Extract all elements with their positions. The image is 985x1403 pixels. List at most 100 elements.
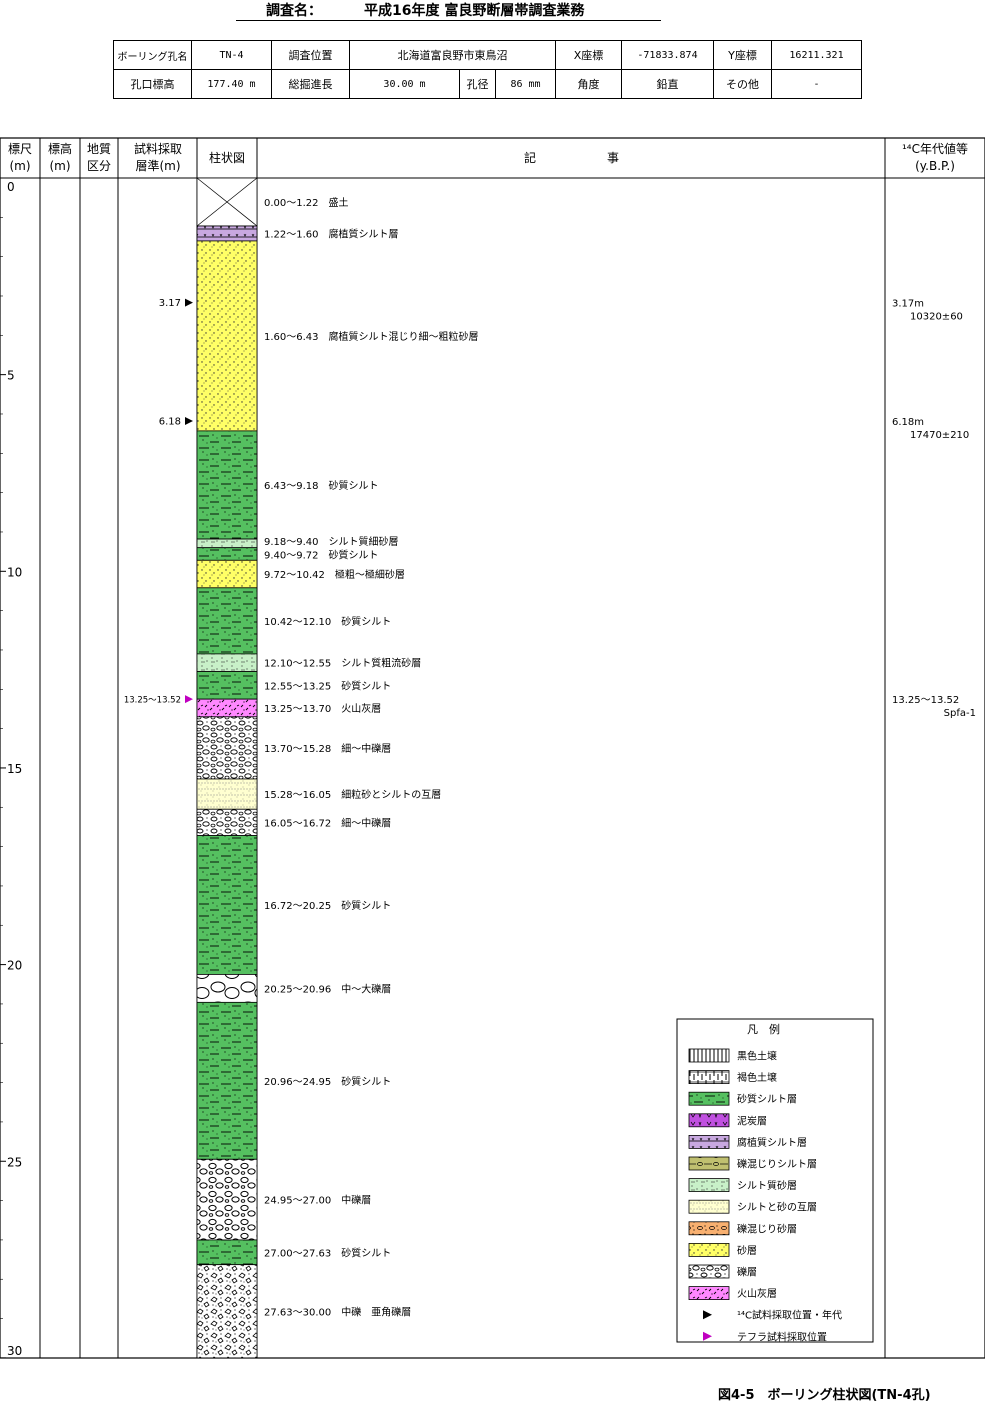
legend-label: シルトと砂の互層 [737, 1201, 817, 1214]
total-length-value: 30.00 m [349, 69, 460, 99]
header-desc-2: 事 [607, 151, 619, 165]
legend-label: ¹⁴C試料採取位置・年代 [737, 1309, 842, 1322]
depth-tick-label: 30 [7, 1344, 22, 1358]
legend-swatch-peat [688, 1113, 730, 1128]
survey-title-value: 平成16年度 富良野断層帯調査業務 [364, 3, 585, 19]
age-value-label: 10320±60 [910, 312, 963, 323]
header-geology: 地質 [87, 141, 111, 156]
strata-layer-gravel_large [196, 974, 258, 1003]
fill-cross-line [196, 177, 258, 227]
x-coordinate-label: X座標 [555, 40, 622, 70]
header-desc-1: 記 [524, 150, 536, 165]
header-geology-2: 区分 [87, 159, 111, 173]
x-coordinate-value: -71833.874 [621, 40, 714, 70]
age-depth-label: 3.17m [892, 299, 924, 310]
strata-layer-sand [196, 559, 258, 589]
age-value-label: Spfa-1 [944, 708, 976, 719]
legend-label: シルト質砂層 [737, 1179, 797, 1192]
strata-column [196, 177, 258, 1359]
legend-label: 黒色土壌 [737, 1050, 777, 1063]
strata-layer-gravel_medium [196, 1158, 258, 1241]
depth-tick-label: 5 [7, 369, 15, 383]
strata-layer-gravel [196, 716, 258, 780]
angle-value: 鉛直 [621, 69, 714, 99]
borehole-info-table: ボーリング孔名 TN-4 調査位置 北海道富良野市東鳥沼 X座標 -71833.… [113, 40, 862, 99]
layer-description: 1.60～6.43 腐植質シルト混じり細～粗粒砂層 [264, 330, 479, 343]
legend-swatch-gravel_sand [688, 1221, 730, 1236]
c14-sample-marker [185, 417, 193, 426]
legend-swatch-alternation [688, 1199, 730, 1214]
legend-title: 凡 例 [747, 1022, 780, 1036]
layer-description: 9.18～9.40 シルト質細砂層 [264, 535, 399, 548]
depth-tick-label: 25 [7, 1155, 22, 1169]
strata-layer-sandy_silt [196, 1239, 258, 1266]
legend-label: 礫混じりシルト層 [737, 1158, 817, 1171]
layer-description: 0.00～1.22 盛土 [264, 196, 349, 209]
layer-description: 12.10～12.55 シルト質粗流砂層 [264, 657, 421, 670]
layer-description: 15.28～16.05 細粒砂とシルトの互層 [264, 788, 441, 801]
depth-tick-label: 15 [7, 762, 22, 776]
strata-layer-volcanic_ash [196, 698, 258, 718]
depth-tick-label: 0 [7, 180, 15, 194]
legend-swatch-sand [688, 1243, 730, 1257]
strata-layer-sandy_silt [196, 1001, 258, 1160]
layer-description: 10.42～12.10 砂質シルト [264, 615, 391, 628]
layer-description: 16.72～20.25 砂質シルト [264, 899, 391, 912]
diameter-value: 86 mm [495, 69, 556, 99]
legend: 凡 例黒色土壌褐色土壌砂質シルト層泥炭層腐植質シルト層礫混じりシルト層シルト質砂… [676, 1018, 874, 1343]
sample-depth-label: 6.18 [159, 417, 181, 428]
legend-label: 砂層 [737, 1244, 757, 1257]
header-sample-2: 層準(m) [135, 158, 180, 173]
legend-swatch-brown_soil [688, 1070, 730, 1084]
header-elevation-unit: (m) [49, 159, 70, 173]
header-elevation: 標高 [48, 141, 72, 156]
total-length-label: 総掘進長 [271, 69, 350, 99]
layer-description: 9.40～9.72 砂質シルト [264, 549, 379, 562]
layer-description: 12.55～13.25 砂質シルト [264, 679, 391, 692]
legend-label: 礫混じり砂層 [737, 1222, 797, 1235]
strata-layer-sandy_silt [196, 430, 258, 540]
legend-swatch-sandy_silt [688, 1091, 730, 1106]
header-scale: 標尺 [8, 142, 32, 156]
elevation-value: 177.40 m [191, 69, 272, 99]
legend-label: 礫層 [737, 1266, 757, 1279]
legend-swatch-gravel_silt [688, 1156, 730, 1171]
legend-marker [703, 1331, 712, 1341]
column-headers: 標尺 (m) 標高 (m) 地質 区分 試料採取 層準(m) 柱状図 記 事 ¹… [8, 141, 968, 173]
layer-description: 1.22～1.60 腐植質シルト層 [264, 227, 399, 240]
depth-tick-label: 20 [7, 959, 22, 973]
layer-description: 13.70～15.28 細～中礫層 [264, 742, 391, 755]
sample-depth-label: 3.17 [159, 298, 181, 309]
legend-label: 火山灰層 [737, 1287, 777, 1300]
strata-layer-silty_sand [196, 653, 258, 672]
layer-description: 24.95～27.00 中礫層 [264, 1194, 371, 1207]
location-value: 北海道富良野市東鳥沼 [349, 40, 556, 70]
strata-layer-sandy_silt [196, 547, 258, 561]
strata-layer-sand [196, 240, 258, 432]
strata-layer-silty_sand [196, 538, 258, 549]
header-age-unit: (y.B.P.) [915, 159, 955, 173]
legend-swatch-gravel [688, 1264, 730, 1279]
angle-label: 角度 [555, 69, 622, 99]
figure-caption: 図4-5 ボーリング柱状図(TN-4孔) [718, 1388, 931, 1403]
y-coordinate-value: 16211.321 [771, 40, 862, 70]
strata-layer-gravel [196, 808, 258, 836]
legend-swatch-volcanic_ash [688, 1286, 730, 1300]
legend-label: 泥炭層 [737, 1114, 767, 1127]
other-label: その他 [713, 69, 772, 99]
legend-swatch-silty_sand [688, 1178, 730, 1192]
legend-label: 腐植質シルト層 [737, 1136, 807, 1149]
strata-layer-humic_silt [196, 225, 258, 242]
header-sample: 試料採取 [134, 141, 182, 156]
survey-title: 調査名： 平成16年度 富良野断層帯調査業務 [236, 0, 661, 21]
strata-layer-alternation [196, 778, 258, 810]
layer-description: 27.00～27.63 砂質シルト [264, 1246, 391, 1259]
legend-swatch-black_soil [688, 1048, 730, 1063]
strata-layer-sandy_silt [196, 835, 258, 975]
other-value: - [771, 69, 862, 99]
layer-description: 16.05～16.72 細～中礫層 [264, 816, 391, 829]
layer-description: 27.63～30.00 中礫 亜角礫層 [264, 1305, 411, 1318]
legend-label: 褐色土壌 [737, 1071, 777, 1084]
